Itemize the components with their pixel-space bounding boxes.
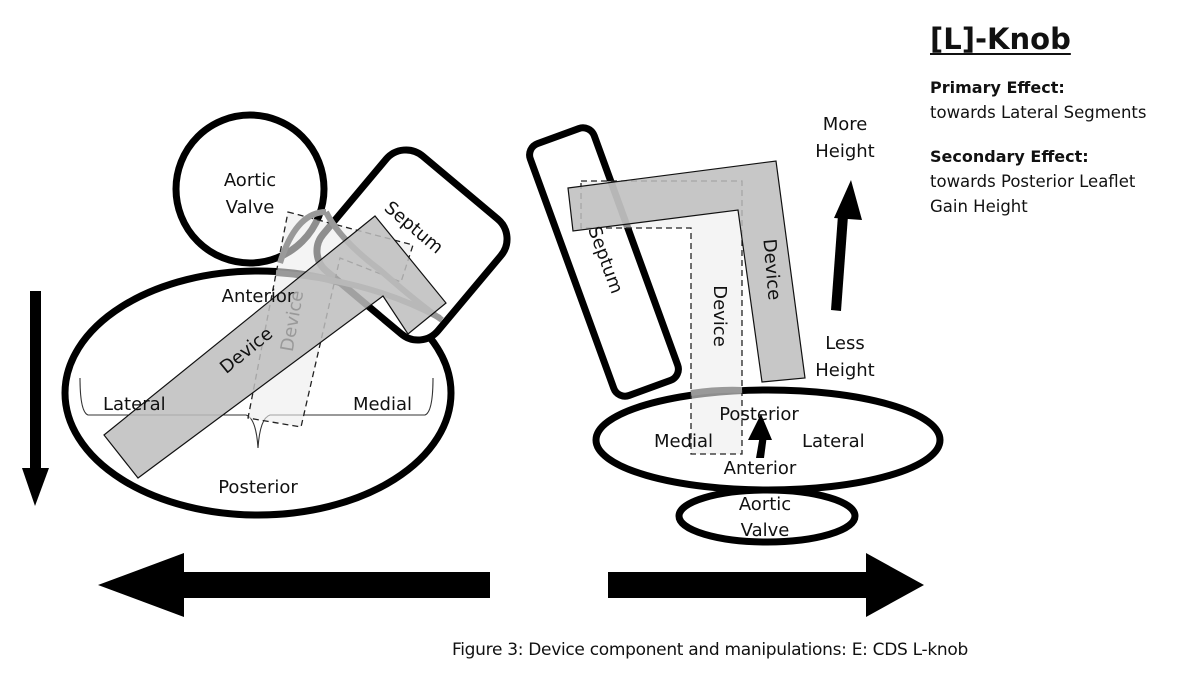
right-aortic-valve-label-1: Aortic: [739, 494, 791, 515]
left-aortic-valve-label-1: Aortic: [224, 170, 276, 191]
side-panel: [L]-Knob Primary Effect: towards Lateral…: [930, 22, 1190, 239]
right-ghost-curve: [690, 386, 743, 396]
left-aortic-valve-label-2: Valve: [226, 197, 275, 218]
left-arrow-icon: [98, 553, 490, 617]
secondary-effect-line-1: towards Posterior Leaflet: [930, 172, 1136, 191]
right-device-ghost-label: Device: [709, 285, 730, 347]
height-up-arrow-icon: [831, 180, 862, 311]
left-medial-label: Medial: [353, 394, 412, 415]
primary-effect-line: towards Lateral Segments: [930, 103, 1147, 122]
left-device-solid: [103, 215, 447, 479]
left-posterior-label: Posterior: [218, 477, 298, 498]
right-medial-label: Medial: [654, 431, 713, 452]
left-lateral-medial-bracket: [79, 377, 434, 449]
secondary-effect-block: Secondary Effect: towards Posterior Leaf…: [930, 145, 1190, 219]
right-lateral-label: Lateral: [802, 431, 865, 452]
secondary-effect-heading: Secondary Effect:: [930, 147, 1089, 166]
right-anterior-label: Anterior: [724, 458, 797, 479]
more-height-label-2: Height: [815, 141, 875, 162]
primary-effect-block: Primary Effect: towards Lateral Segments: [930, 76, 1190, 125]
right-device-solid: [567, 160, 806, 383]
secondary-effect-line-2: Gain Height: [930, 197, 1028, 216]
figure-caption: Figure 3: Device component and manipulat…: [452, 640, 968, 660]
less-height-label-2: Height: [815, 360, 875, 381]
right-diagram: Septum Device Device Posterior Medial La…: [526, 114, 944, 546]
more-height-label-1: More: [823, 114, 868, 135]
left-anterior-label: Anterior: [222, 286, 295, 307]
left-diagram: Aortic Valve Septum Anterior Lateral Med…: [22, 111, 511, 519]
primary-effect-heading: Primary Effect:: [930, 78, 1065, 97]
left-ghost-curve-1: [277, 209, 327, 264]
right-posterior-label: Posterior: [719, 404, 799, 425]
right-arrow-icon: [608, 553, 924, 617]
right-septum: [526, 124, 682, 400]
right-aortic-valve-label-2: Valve: [741, 520, 790, 541]
down-arrow-icon: [22, 291, 49, 506]
less-height-label-1: Less: [825, 333, 865, 354]
knob-title: [L]-Knob: [930, 22, 1071, 56]
left-lateral-label: Lateral: [103, 394, 166, 415]
small-up-arrow-icon: [748, 414, 772, 458]
